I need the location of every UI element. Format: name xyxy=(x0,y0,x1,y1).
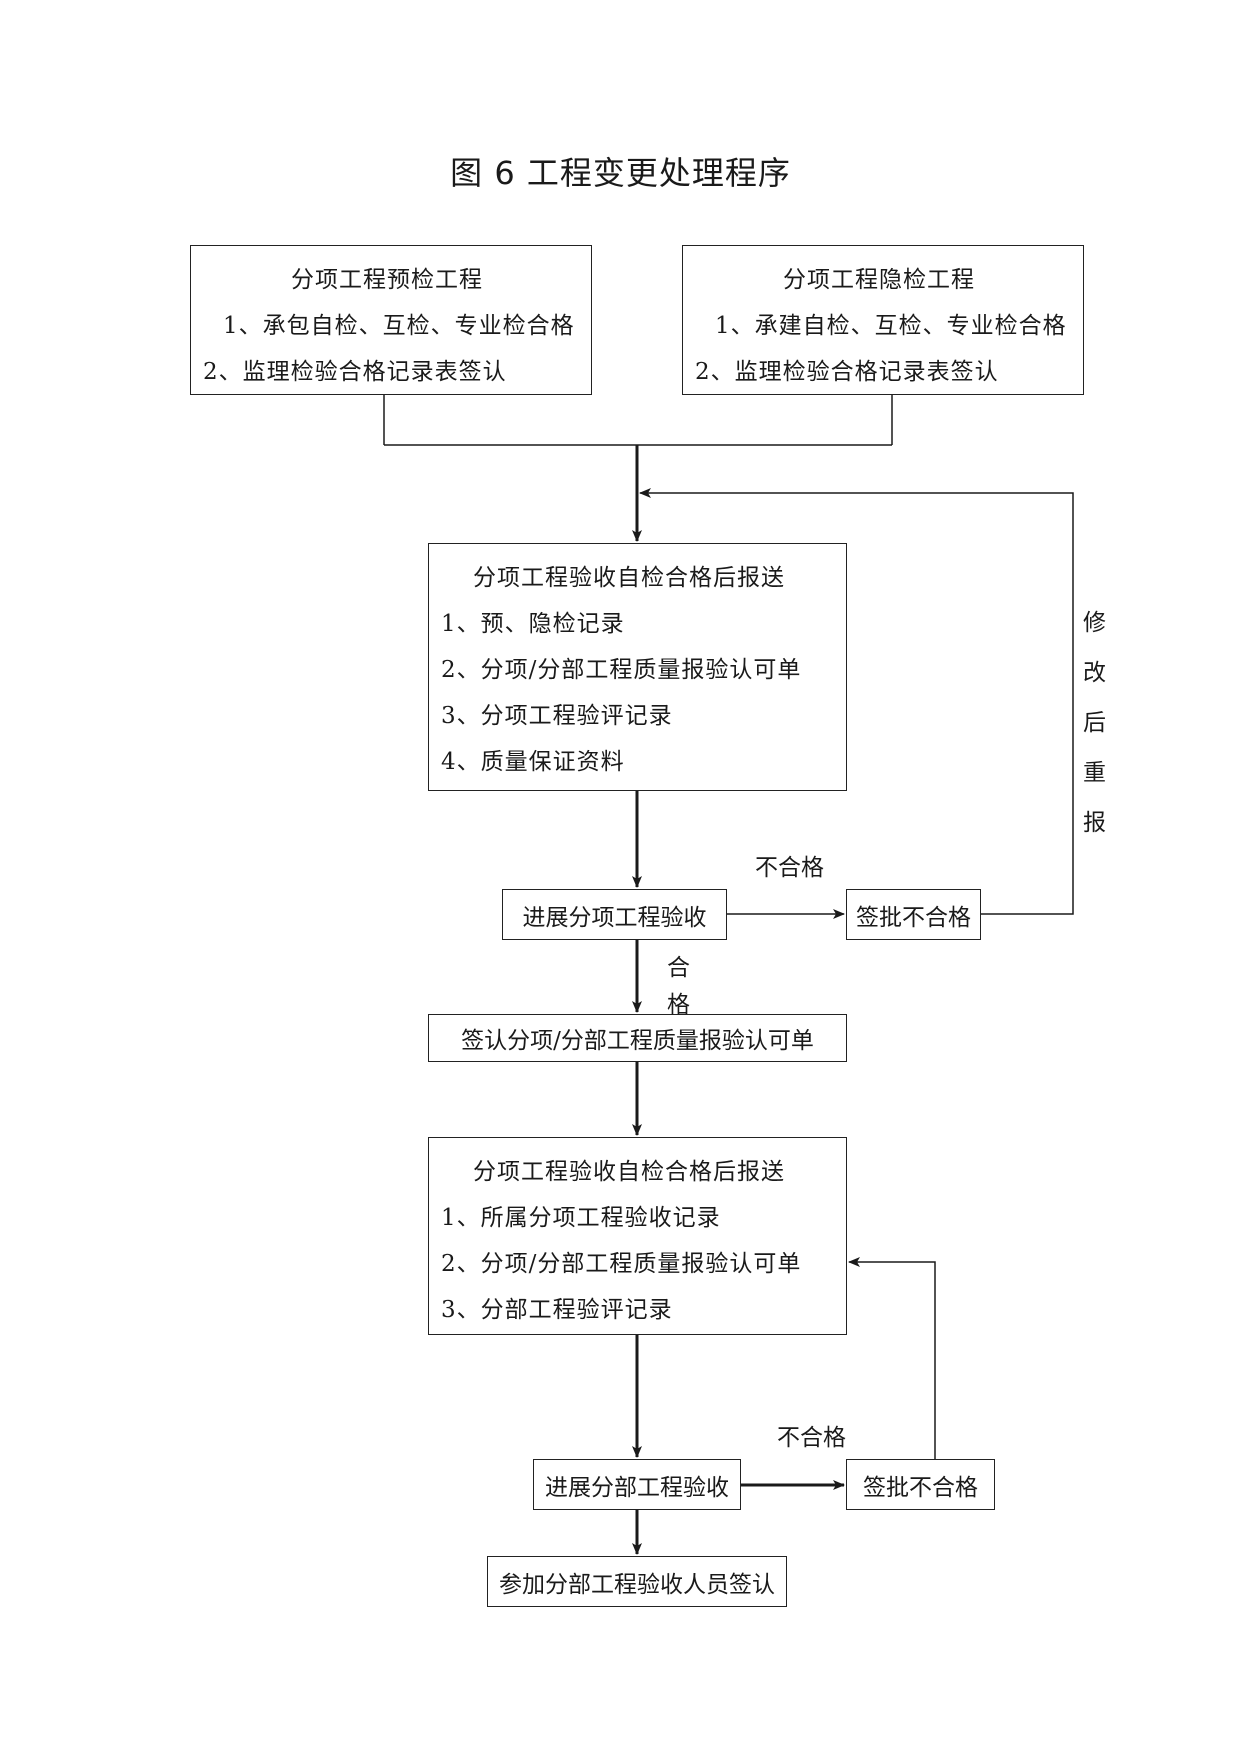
division-submit-item-1: 1、所属分项工程验收记录 xyxy=(441,1205,721,1231)
final-sign-box: 参加分部工程验收人员签认 xyxy=(487,1556,787,1607)
subitem-submit-item-2: 2、分项/分部工程质量报验认可单 xyxy=(441,657,802,683)
resubmit-label-char-2: 改 xyxy=(1083,660,1106,686)
fail-label-1: 不合格 xyxy=(755,855,824,881)
subitem-submit-item-1: 1、预、隐检记录 xyxy=(441,611,625,637)
pre-inspection-box: 分项工程预检工程 1、承包自检、互检、专业检合格 2、监理检验合格记录表签认 xyxy=(190,245,592,395)
pre-inspection-title: 分项工程预检工程 xyxy=(291,267,483,293)
resubmit-label-char-5: 报 xyxy=(1083,810,1106,836)
subitem-submit-item-4: 4、质量保证资料 xyxy=(441,749,625,775)
division-submit-title: 分项工程验收自检合格后报送 xyxy=(473,1159,785,1185)
diagram-title: 图 6 工程变更处理程序 xyxy=(450,154,791,192)
subitem-submit-item-3: 3、分项工程验评记录 xyxy=(441,703,673,729)
hidden-inspection-title: 分项工程隐检工程 xyxy=(783,267,975,293)
division-submit-box: 分项工程验收自检合格后报送 1、所属分项工程验收记录 2、分项/分部工程质量报验… xyxy=(428,1137,847,1335)
resubmit-label-char-4: 重 xyxy=(1083,760,1106,786)
pass-label-char-1: 合 xyxy=(667,955,690,981)
subitem-acceptance-box: 进展分项工程验收 xyxy=(502,889,727,940)
division-submit-item-3: 3、分部工程验评记录 xyxy=(441,1297,673,1323)
reject-box-1: 签批不合格 xyxy=(846,889,981,940)
pre-inspection-item-1: 1、承包自检、互检、专业检合格 xyxy=(223,313,575,339)
reject-box-2: 签批不合格 xyxy=(846,1459,995,1510)
pass-label-char-2: 格 xyxy=(667,992,690,1018)
resubmit-label-char-1: 修 xyxy=(1083,610,1106,636)
fail-label-2: 不合格 xyxy=(777,1425,846,1451)
resubmit-label-char-3: 后 xyxy=(1083,710,1106,736)
hidden-inspection-box: 分项工程隐检工程 1、承建自检、互检、专业检合格 2、监理检验合格记录表签认 xyxy=(682,245,1084,395)
hidden-inspection-item-2: 2、监理检验合格记录表签认 xyxy=(695,359,999,385)
sign-form-box: 签认分项/分部工程质量报验认可单 xyxy=(428,1014,847,1062)
hidden-inspection-item-1: 1、承建自检、互检、专业检合格 xyxy=(715,313,1067,339)
resubmit-loop-2 xyxy=(848,1257,936,1459)
subitem-submit-box: 分项工程验收自检合格后报送 1、预、隐检记录 2、分项/分部工程质量报验认可单 … xyxy=(428,543,847,791)
division-acceptance-box: 进展分部工程验收 xyxy=(533,1459,741,1510)
pre-inspection-item-2: 2、监理检验合格记录表签认 xyxy=(203,359,507,385)
resubmit-loop-1 xyxy=(639,488,1074,915)
subitem-submit-title: 分项工程验收自检合格后报送 xyxy=(473,565,785,591)
division-submit-item-2: 2、分项/分部工程质量报验认可单 xyxy=(441,1251,802,1277)
